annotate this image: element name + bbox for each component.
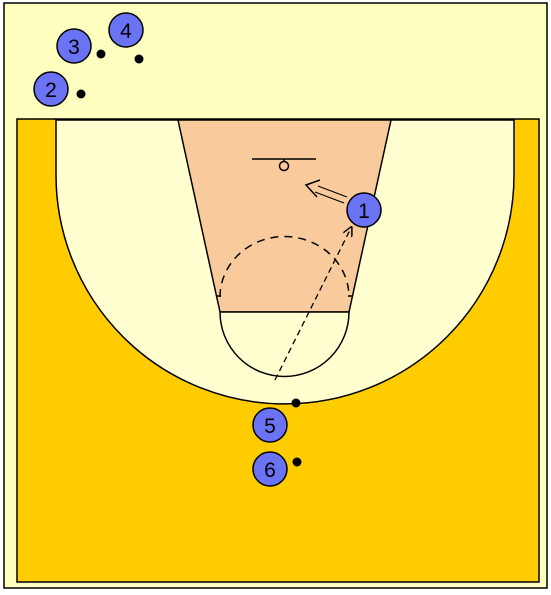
ball-player-3 bbox=[96, 49, 106, 59]
cut-arrow-player-1 bbox=[304, 179, 348, 204]
player-5-label: 5 bbox=[264, 415, 276, 438]
player-1-circle bbox=[346, 192, 382, 228]
player-2-label: 2 bbox=[45, 79, 57, 102]
player-2-token[interactable]: 2 bbox=[33, 71, 69, 107]
player-1-token[interactable]: 1 bbox=[346, 192, 382, 228]
player-4-label: 4 bbox=[120, 20, 132, 43]
ball-player-6 bbox=[292, 457, 302, 467]
player-3-circle bbox=[56, 28, 92, 64]
player-5-token[interactable]: 5 bbox=[252, 407, 288, 443]
player-6-label: 6 bbox=[264, 459, 276, 482]
player-1-label: 1 bbox=[358, 200, 370, 223]
player-6-token[interactable]: 6 bbox=[252, 451, 288, 487]
pass-line-5-to-1 bbox=[274, 228, 351, 381]
ball-player-5 bbox=[291, 398, 301, 408]
ball-player-4 bbox=[134, 54, 144, 64]
player-5-circle bbox=[252, 407, 288, 443]
player-2-circle bbox=[33, 71, 69, 107]
player-6-circle bbox=[252, 451, 288, 487]
free-throw-circle-solid bbox=[219, 311, 350, 378]
player-4-circle bbox=[108, 12, 144, 48]
ball-player-2 bbox=[76, 89, 86, 99]
hoop bbox=[278, 160, 290, 172]
player-3-label: 3 bbox=[68, 36, 80, 59]
free-throw-circle-dashed bbox=[219, 235, 350, 298]
player-3-token[interactable]: 3 bbox=[56, 28, 92, 64]
player-4-token[interactable]: 4 bbox=[108, 12, 144, 48]
